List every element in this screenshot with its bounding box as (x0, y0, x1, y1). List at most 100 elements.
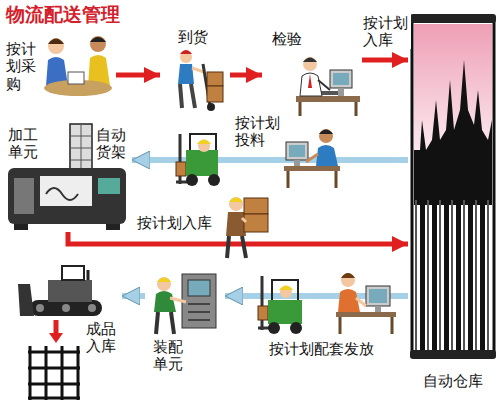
bulldozer-icon-part (18, 284, 34, 316)
finished-goods-arrow-part (49, 333, 63, 343)
inspector-at-desk-icon-part (308, 74, 312, 88)
purchase-meeting-icon-part (68, 72, 84, 84)
machining-unit-icon-part (46, 188, 78, 200)
forklift-driver-icon-part (186, 174, 198, 186)
forklift-icon-part (268, 300, 302, 324)
node-sublabel: 自动货架 (96, 126, 128, 161)
porter-with-cart-icon-part (178, 64, 194, 84)
automatic-warehouse-tower (410, 14, 496, 359)
assembly-worker-icon-part (182, 274, 216, 328)
planner-at-computer-icon-part (319, 130, 333, 135)
dispatcher-at-computer-icon-part (356, 298, 366, 306)
dispatcher-at-computer-icon-part (375, 306, 381, 312)
planner-at-computer-icon-part (284, 166, 340, 171)
porter-with-cart-icon-part (180, 84, 195, 108)
forklift-icon-part (258, 306, 268, 320)
forklift-icon-part (272, 280, 298, 300)
planner-at-computer-icon-part (294, 160, 300, 166)
bulldozer-icon-part (62, 266, 84, 280)
porter-with-boxes-icon-part (229, 197, 243, 211)
flow-arrow (362, 58, 408, 63)
bulldozer-icon-part (88, 304, 96, 312)
inspector-at-desk-icon-part (303, 58, 317, 63)
bulldozer-icon-part (87, 270, 90, 280)
planner-at-computer-icon (284, 129, 340, 188)
porter-with-boxes-icon-part (244, 214, 268, 232)
automatic-warehouse-tower-part (414, 200, 492, 350)
finished-goods-arrow-part (54, 320, 59, 334)
dispatcher-at-computer-icon-part (341, 273, 355, 287)
purchase-meeting-icon-part (90, 37, 106, 42)
porter-with-boxes-icon (226, 197, 268, 258)
planner-at-computer-icon-part (319, 129, 333, 143)
edge-label: 按计划入库 (136, 214, 213, 231)
assembly-worker-icon-part (188, 280, 210, 296)
finished-goods-shelf-part (30, 346, 78, 400)
node-label: 成品入库 (86, 320, 118, 355)
bulldozer-icon (18, 266, 102, 316)
porter-with-cart-icon-part (207, 86, 223, 102)
planner-at-computer-icon-part (288, 171, 336, 188)
flow-arrow (122, 293, 145, 299)
finished-goods-shelf-part (28, 352, 80, 398)
purchase-station: 按计划采购 (4, 28, 116, 100)
inspector-at-desk-icon-part (300, 73, 322, 96)
inspector-at-desk-icon-part (320, 91, 338, 95)
edge-label: 按计划投料 (234, 114, 283, 149)
dispatcher-at-computer-icon-part (366, 286, 390, 306)
porter-with-cart-icon-part (207, 103, 215, 111)
dispatcher-at-computer-icon-part (340, 317, 392, 334)
machining-unit-icon-part (106, 224, 120, 230)
bulldozer-icon-part (36, 304, 44, 312)
finished-goods-arrow (49, 320, 63, 343)
inspector-at-desk-icon-part (333, 73, 349, 85)
purchase-meeting-icon-part (48, 38, 64, 54)
forklift-icon-part (279, 286, 293, 291)
planner-at-computer-icon-part (306, 154, 318, 162)
machining-unit-icon-part (14, 224, 28, 230)
purchase-meeting-icon-part (90, 36, 106, 52)
node-label: 自动仓库 (423, 372, 483, 389)
arrival-station: 到货 (160, 26, 230, 116)
diagram-title: 物流配送管理 (6, 2, 120, 28)
dispatcher-at-computer-icon-part (336, 312, 396, 317)
inspector-at-desk-icon-part (318, 80, 330, 90)
machining-unit-icon-part (8, 168, 126, 224)
porter-with-cart-icon (178, 50, 223, 111)
inspector-at-desk-icon-part (330, 70, 352, 88)
automatic-warehouse-tower-part (410, 350, 496, 359)
assembly-worker-icon-part (157, 278, 171, 283)
porter-with-cart-icon-part (192, 68, 204, 72)
forklift-icon (258, 276, 302, 334)
node-label: 检验 (272, 30, 302, 47)
assembly-worker-icon-part (154, 291, 176, 312)
planner-at-computer-icon-part (316, 145, 338, 166)
bulldozer-icon-part (62, 304, 70, 312)
node-label: 加工单元 (8, 126, 40, 161)
porter-with-boxes-icon-part (226, 212, 246, 236)
forklift-icon-part (280, 286, 292, 298)
planner-at-computer-icon-part (289, 145, 305, 157)
forklift-icon-part (290, 322, 302, 334)
inspector-at-desk-icon-part (300, 102, 356, 116)
automatic-warehouse-tower-part (414, 60, 492, 205)
bulldozer-icon-part (48, 280, 92, 302)
dispatcher-at-computer-icon-part (338, 289, 360, 312)
finished-goods-shelf (28, 346, 80, 400)
dispatcher-at-computer-icon-part (341, 273, 355, 278)
machining-unit-icon-part (98, 178, 120, 194)
forklift-icon-part (268, 322, 280, 334)
forklift-driver-icon (176, 134, 220, 186)
porter-with-boxes-icon-part (242, 218, 246, 222)
flow-arrow (116, 73, 160, 78)
purchase-meeting-icon (44, 36, 112, 96)
assembly-worker-icon-part (157, 277, 171, 291)
automatic-warehouse-tower-part (410, 14, 496, 23)
assembly-worker-icon-part (170, 298, 186, 302)
forklift-driver-icon-part (197, 140, 211, 145)
forklift-driver-icon-part (176, 162, 186, 176)
node-label: 装配单元 (153, 338, 185, 373)
porter-with-cart-icon-part (180, 51, 192, 63)
porter-with-cart-icon-part (180, 50, 192, 54)
